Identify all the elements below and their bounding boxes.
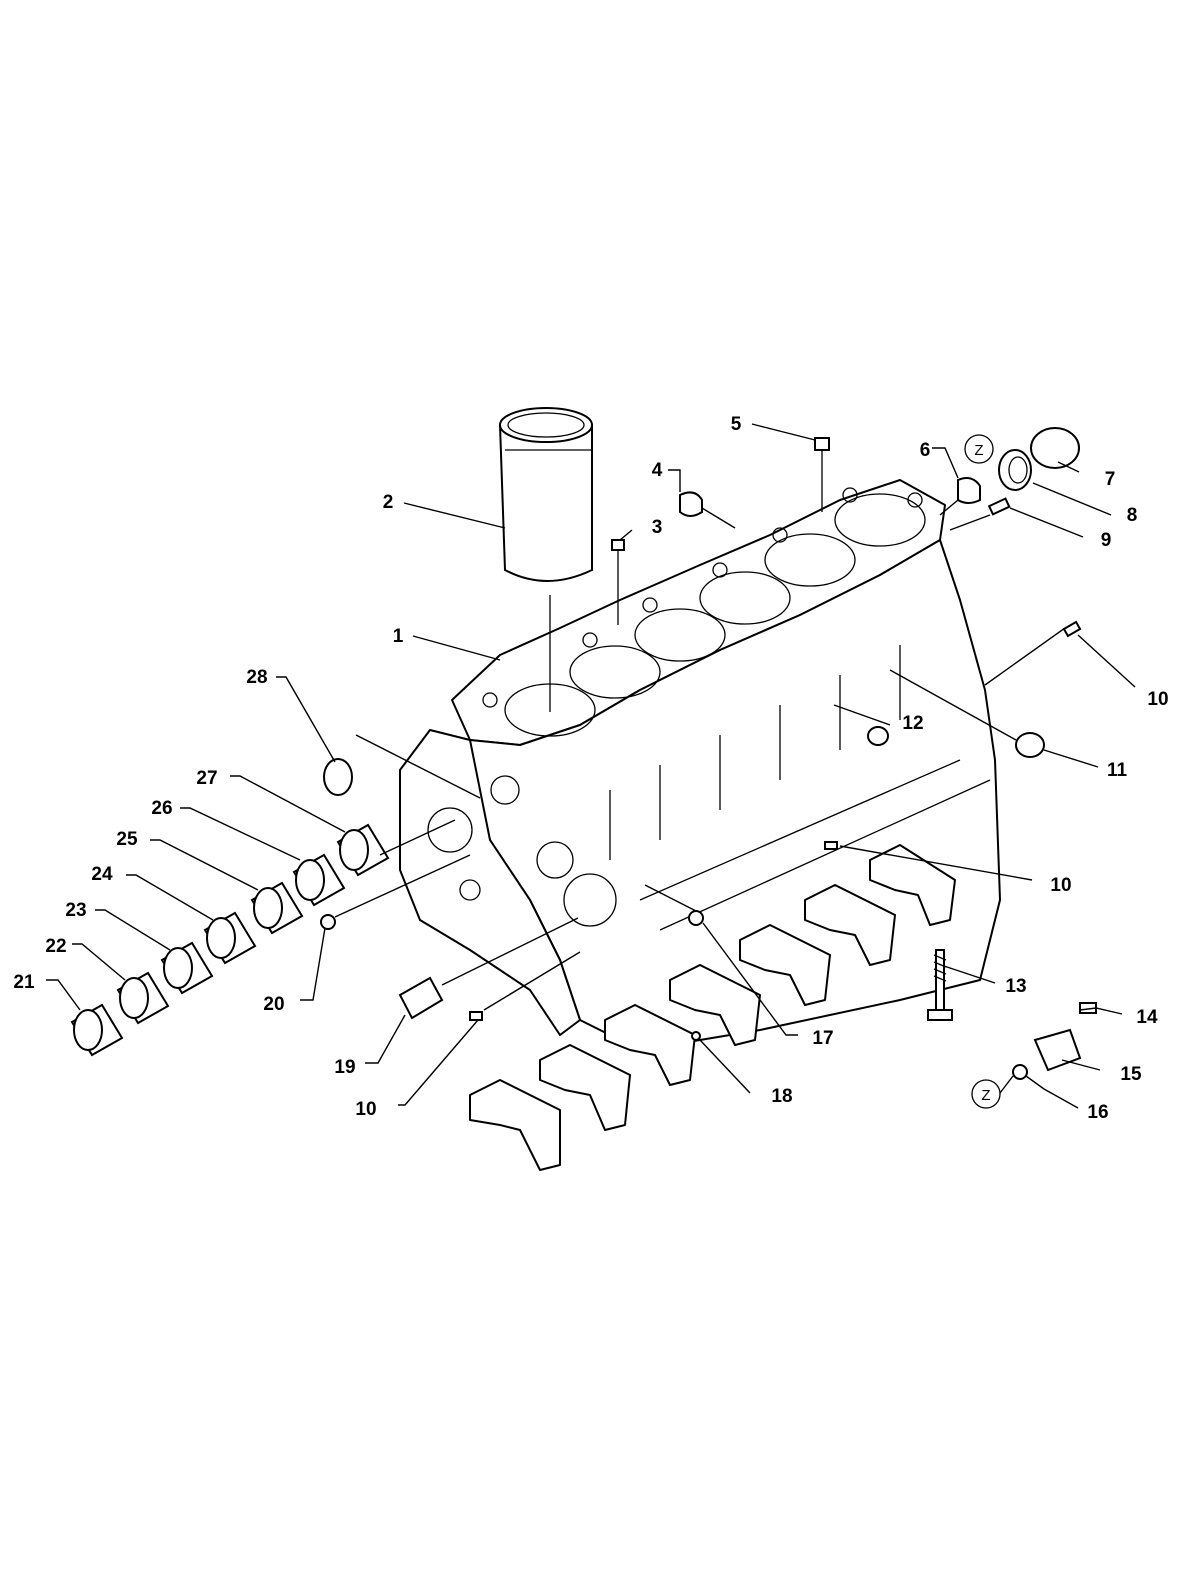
callout-21: 21 [13, 972, 35, 993]
callout-10-top: 10 [1147, 689, 1168, 710]
o-ring-7 [1030, 427, 1080, 469]
callout-7: 7 [1105, 469, 1116, 490]
callout-5: 5 [731, 414, 742, 435]
z-marker-bottom-label: Z [981, 1087, 990, 1104]
callout-labels: 1 2 3 4 5 6 7 8 9 10 10 10 11 12 13 14 1… [13, 414, 1168, 1123]
plug-20 [320, 914, 336, 930]
seal-11 [1015, 732, 1045, 758]
loose-parts [70, 407, 1097, 1080]
bushing-12 [867, 726, 889, 746]
pin-18 [691, 1031, 701, 1041]
callout-27: 27 [196, 768, 217, 789]
callout-4: 4 [652, 460, 663, 481]
callout-16: 16 [1087, 1102, 1108, 1123]
z-marker-bottom [971, 1079, 1001, 1109]
callout-6: 6 [920, 440, 931, 461]
z-marker-top-label: Z [974, 442, 983, 459]
callout-25: 25 [116, 829, 138, 850]
plug-5 [814, 437, 830, 451]
main-bearing-caps [469, 844, 956, 1171]
leader-lines [46, 423, 1136, 1109]
callout-20: 20 [263, 994, 284, 1015]
callout-2: 2 [383, 492, 394, 513]
callout-11: 11 [1107, 760, 1128, 781]
dowel-10-mid [824, 841, 838, 850]
z-marker-top [964, 434, 994, 464]
bushing-19 [398, 976, 444, 1020]
callout-22: 22 [45, 936, 66, 957]
callout-23: 23 [65, 900, 86, 921]
dowel-10-top [1062, 620, 1082, 638]
callout-12: 12 [902, 713, 923, 734]
callout-26: 26 [151, 798, 172, 819]
callout-9: 9 [1101, 530, 1112, 551]
callout-1: 1 [393, 626, 404, 647]
bolt-13 [927, 949, 953, 1021]
z-markers: Z Z [964, 434, 1001, 1109]
cover-15 [1033, 1028, 1082, 1072]
washer-16 [1012, 1064, 1028, 1080]
callout-8: 8 [1127, 505, 1138, 526]
callout-17: 17 [812, 1028, 833, 1049]
camshaft-bushings [70, 823, 390, 1057]
cup-plug-4 [679, 491, 703, 517]
dowel-9 [987, 497, 1011, 516]
cylinder-liner [498, 407, 593, 712]
plug-17 [688, 910, 704, 926]
callout-15: 15 [1120, 1064, 1142, 1085]
callout-18: 18 [771, 1086, 792, 1107]
plug-3 [611, 539, 625, 551]
dowel-10-bottom [469, 1011, 483, 1021]
callout-19: 19 [334, 1057, 355, 1078]
callout-10-middle: 10 [1050, 875, 1071, 896]
callout-14: 14 [1136, 1007, 1158, 1028]
cup-plug-6 [957, 477, 981, 504]
callout-10-bottom: 10 [355, 1099, 376, 1120]
seal-8 [998, 449, 1032, 491]
callout-24: 24 [91, 864, 113, 885]
callout-3: 3 [652, 517, 663, 538]
callout-13: 13 [1005, 976, 1026, 997]
callout-28: 28 [246, 667, 267, 688]
seal-28 [323, 758, 353, 796]
